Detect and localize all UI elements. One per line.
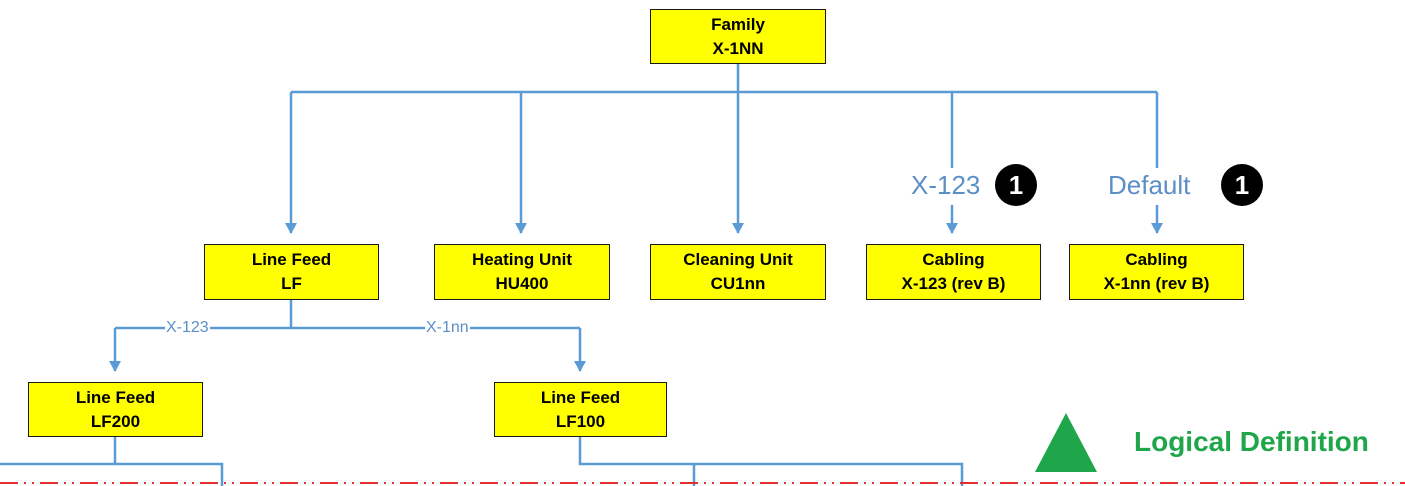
node-family-code: X-1NN — [712, 38, 764, 58]
node-family-title: Family — [711, 14, 765, 34]
node-line-feed-lf100-title: Line Feed — [540, 387, 621, 407]
badge-cabling-x123: 1 — [995, 164, 1037, 206]
node-cabling-x123[interactable]: Cabling X-123 (rev B) — [866, 244, 1041, 300]
node-heating-unit-code: HU400 — [495, 274, 549, 293]
logical-definition-label: Logical Definition — [1134, 426, 1369, 457]
badge-cabling-default: 1 — [1221, 164, 1263, 206]
node-line-feed[interactable]: Line Feed LF — [204, 244, 379, 300]
node-line-feed-lf100-code: LF100 — [555, 411, 606, 431]
node-line-feed-lf200-code: LF200 — [90, 411, 141, 431]
node-family[interactable]: Family X-1NN — [650, 9, 826, 64]
node-cleaning-unit[interactable]: Cleaning Unit CU1nn — [650, 244, 826, 300]
edge-label-cabling-x123: X-123 — [911, 170, 981, 200]
connector-lf200-right — [115, 462, 224, 486]
node-line-feed-lf200[interactable]: Line Feed LF200 — [28, 382, 203, 437]
node-line-feed-lf200-title: Line Feed — [75, 387, 156, 407]
edge-label-cabling-default: Default — [1108, 170, 1191, 200]
node-heating-unit[interactable]: Heating Unit HU400 — [434, 244, 610, 300]
node-cleaning-unit-code: CU1nn — [710, 274, 766, 293]
logical-definition-triangle-icon — [1035, 413, 1097, 472]
node-cabling-x123-code: X-123 (rev B) — [901, 274, 1006, 293]
node-cabling-x123-title: Cabling — [922, 250, 985, 269]
edge-label-lf-left: X-123 — [165, 319, 210, 337]
connector-lf200-down — [0, 437, 117, 466]
node-cleaning-unit-title: Cleaning Unit — [683, 250, 793, 269]
node-cabling-x1nn[interactable]: Cabling X-1nn (rev B) — [1069, 244, 1244, 300]
node-line-feed-code: LF — [281, 274, 302, 293]
node-heating-unit-title: Heating Unit — [471, 250, 573, 269]
node-line-feed-lf100[interactable]: Line Feed LF100 — [494, 382, 667, 437]
edge-label-lf-right: X-1nn — [425, 319, 470, 337]
connector-lf100-down — [578, 437, 964, 486]
node-cabling-x1nn-title: Cabling — [1125, 250, 1188, 269]
node-line-feed-title: Line Feed — [251, 250, 332, 269]
node-cabling-x1nn-code: X-1nn (rev B) — [1103, 274, 1210, 293]
